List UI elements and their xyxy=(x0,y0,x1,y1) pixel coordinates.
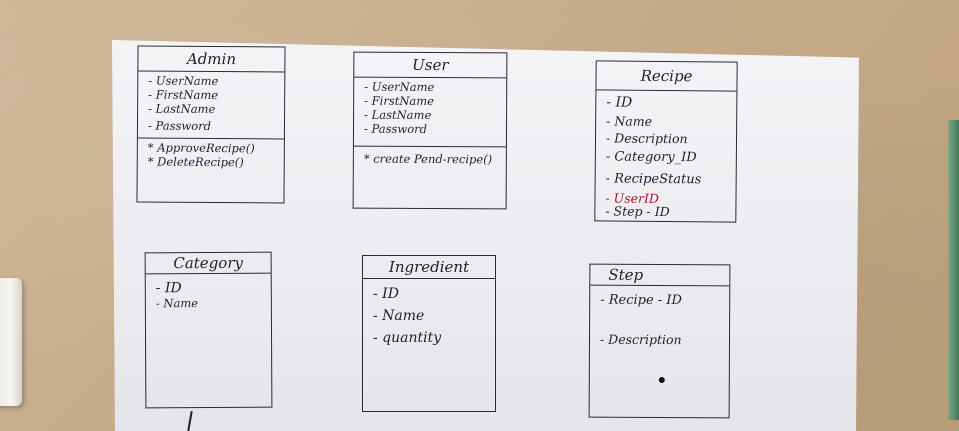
attribute: - FirstName xyxy=(364,93,435,109)
attribute: - ID xyxy=(606,94,633,111)
attribute: - Category_ID xyxy=(605,149,697,166)
class-title-user: User xyxy=(354,52,507,79)
method: * create Pend-recipe() xyxy=(363,151,493,167)
attribute: - ID xyxy=(373,286,399,302)
attribute: - ID xyxy=(155,280,182,297)
method: * ApproveRecipe() xyxy=(147,140,255,156)
class-title-step: Step xyxy=(590,264,730,287)
class-box-category: Category - ID - Name xyxy=(144,251,273,409)
attribute: - Description xyxy=(605,130,688,147)
attribute: - UserName xyxy=(364,79,435,95)
attribute: - Step - ID xyxy=(605,203,670,220)
class-title-ingredient: Ingredient xyxy=(363,256,495,279)
attribute: - LastName xyxy=(364,107,432,123)
attribute: - Password xyxy=(363,121,428,136)
class-title-admin: Admin xyxy=(138,46,285,73)
class-title-recipe: Recipe xyxy=(596,61,737,92)
class-box-recipe: Recipe - ID - Name - Description - Categ… xyxy=(594,60,738,223)
method: * DeleteRecipe() xyxy=(147,154,244,170)
attribute: - LastName xyxy=(148,101,216,117)
attribute: - Name xyxy=(606,113,653,129)
class-box-admin: Admin - UserName - FirstName - LastName … xyxy=(136,45,286,204)
class-box-ingredient: Ingredient - ID - Name - quantity xyxy=(362,255,496,412)
class-box-step: Step - Recipe - ID - Description xyxy=(588,263,731,419)
attribute: - FirstName xyxy=(148,87,219,103)
attribute: - Recipe - ID xyxy=(600,292,682,309)
eraser-object xyxy=(0,278,22,406)
attribute: - Name xyxy=(373,308,425,324)
attribute: - Password xyxy=(147,118,212,134)
attribute: - RecipeStatus xyxy=(605,171,702,188)
ink-dot xyxy=(658,376,665,384)
attribute: - quantity xyxy=(373,330,442,346)
green-book-edge xyxy=(948,120,959,420)
class-title-category: Category xyxy=(145,252,271,275)
paper-sheet xyxy=(112,40,859,431)
class-box-user: User - UserName - FirstName - LastName -… xyxy=(352,51,508,210)
attribute: - UserName xyxy=(148,73,219,89)
attribute: - Name xyxy=(155,296,199,311)
attribute: - Description xyxy=(599,331,682,348)
